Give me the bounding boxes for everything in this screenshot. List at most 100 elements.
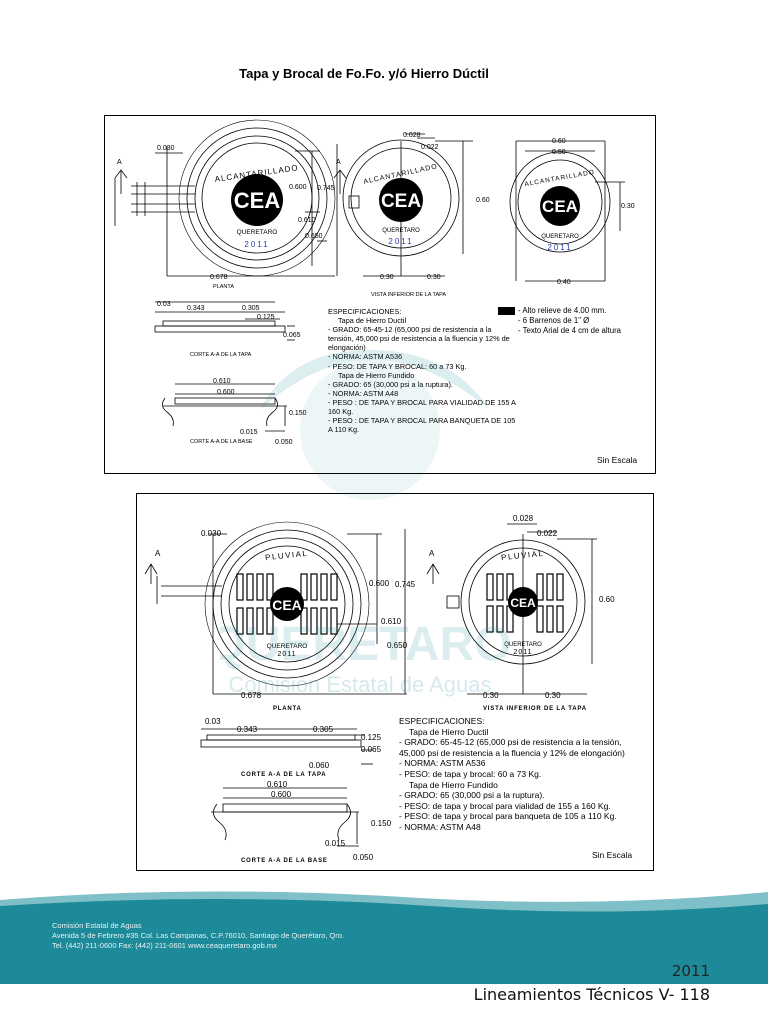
spec-line: - NORMA: ASTM A48 bbox=[399, 821, 481, 832]
dimension-label: 0.065 bbox=[361, 745, 382, 754]
spec-line: - NORMA: ASTM A536 bbox=[399, 758, 486, 769]
drawing-alcantarillado: CEA CEA CEA ALCANTARILLADO ALCANTARILLAD… bbox=[114, 119, 635, 446]
dimension-label: 0.050 bbox=[353, 853, 374, 862]
cover-arc-text: ALCANTARILLADO bbox=[524, 169, 595, 188]
cover-city: QUERETARO bbox=[382, 228, 420, 234]
footer-contact: Tel. (442) 211-0600 Fax: (442) 211-0601 … bbox=[52, 941, 277, 950]
cover-year: 2011 bbox=[277, 651, 296, 658]
drawing-pluvial: CEA CEA PLUVIAL PLUVIAL QUERETARO 2011 Q… bbox=[144, 514, 615, 864]
spec-line: - GRADO: 65 (30,000 psi a la ruptura). bbox=[328, 379, 453, 389]
cover-year: 2011 bbox=[388, 237, 413, 246]
dimension-label: 0.610 bbox=[298, 217, 316, 224]
dimension-label: 0.60 bbox=[599, 595, 615, 604]
legend-block: - Alto relieve de 4.00 mm. - 6 Barrenos … bbox=[498, 306, 621, 336]
dimension-label: 0.650 bbox=[387, 641, 408, 650]
dimension-label: 0.30 bbox=[483, 691, 499, 700]
spec-line: - NORMA: ASTM A536 bbox=[328, 352, 403, 362]
dimension-label: 0.60 bbox=[552, 138, 566, 145]
section-marker-a: A bbox=[336, 159, 341, 166]
logo-text: CEA bbox=[381, 191, 421, 212]
dimension-label: 0.678 bbox=[241, 691, 262, 700]
dimension-label: 0.600 bbox=[217, 389, 235, 396]
dimension-label: 0.30 bbox=[380, 274, 394, 281]
dimension-label: 0.610 bbox=[213, 378, 231, 385]
dimension-label: 0.610 bbox=[267, 780, 288, 789]
spec-line: - PESO: DE TAPA Y BROCAL: 60 a 73 Kg. bbox=[328, 361, 467, 371]
footer-band bbox=[0, 891, 768, 984]
view-label-planta: PLANTA bbox=[273, 706, 302, 712]
section-marker-a: A bbox=[155, 549, 161, 558]
dimension-label: 0.03 bbox=[205, 717, 221, 726]
dimension-label: 0.745 bbox=[317, 185, 335, 192]
cover-year: 2011 bbox=[547, 243, 572, 252]
spec-line: - PESO: de tapa y brocal para vialidad d… bbox=[399, 800, 611, 811]
dimension-label: 0.022 bbox=[421, 144, 439, 151]
dimension-label: 0.030 bbox=[157, 145, 175, 152]
dimension-label: 0.600 bbox=[369, 579, 390, 588]
dimension-label: 0.125 bbox=[361, 733, 382, 742]
scale-note: Sin Escala bbox=[592, 850, 633, 860]
spec-line: - NORMA: ASTM A48 bbox=[328, 388, 399, 398]
cover-year: 2011 bbox=[513, 649, 532, 656]
view-label-vista: VISTA INFERIOR DE LA TAPA bbox=[483, 706, 587, 712]
dimension-label: 0.745 bbox=[395, 580, 416, 589]
logo-text: CEA bbox=[542, 197, 578, 216]
cover-city: QUERETARO bbox=[267, 643, 308, 650]
spec-title: ESPECIFICACIONES: bbox=[399, 716, 485, 726]
dimension-label: 0.03 bbox=[157, 301, 171, 308]
view-label-planta: PLANTA bbox=[213, 284, 234, 290]
dimension-label: 0.022 bbox=[537, 529, 558, 538]
dimension-label: 0.125 bbox=[257, 314, 275, 321]
dimension-label: 0.305 bbox=[242, 305, 260, 312]
drawing-panel-alcantarillado: CEA CEA CEA ALCANTARILLADO ALCANTARILLAD… bbox=[104, 115, 656, 474]
dimension-label: 0.600 bbox=[271, 790, 292, 799]
dimension-label: 0.60 bbox=[476, 197, 490, 204]
legend-item: - Alto relieve de 4.00 mm. bbox=[518, 306, 607, 315]
dimension-label: 0.40 bbox=[557, 279, 571, 286]
dimension-label: 0.050 bbox=[275, 439, 293, 446]
dimension-label: 0.610 bbox=[381, 617, 402, 626]
spec-line: - PESO: de tapa y brocal: 60 a 73 Kg. bbox=[399, 768, 542, 779]
dimension-label: 0.028 bbox=[513, 514, 534, 523]
cover-city: QUERETARO bbox=[237, 229, 278, 236]
dimension-label: 0.678 bbox=[210, 274, 228, 281]
logo-text: CEA bbox=[272, 597, 302, 613]
dimension-label: 0.150 bbox=[289, 410, 307, 417]
dimension-label: 0.343 bbox=[237, 725, 258, 734]
view-label-vista: VISTA INFERIOR DE LA TAPA bbox=[371, 292, 446, 298]
footer-year: 2011 bbox=[671, 962, 710, 980]
spec-line: - PESO: de tapa y brocal para banqueta d… bbox=[399, 811, 617, 822]
scale-note: Sin Escala bbox=[597, 455, 638, 465]
logo-text: CEA bbox=[510, 596, 536, 610]
cover-city: QUERETARO bbox=[541, 234, 579, 240]
spec-line: - PESO : DE TAPA Y BROCAL PARA VIALIDAD … bbox=[328, 397, 516, 417]
dimension-label: 0.50 bbox=[552, 149, 566, 156]
dimension-label: 0.30 bbox=[427, 274, 441, 281]
dimension-label: 0.343 bbox=[187, 305, 205, 312]
spec-subtitle: Tapa de Hierro Fundido bbox=[409, 779, 498, 790]
footer-address: Comisión Estatal de Aguas Avenida 5 de F… bbox=[52, 921, 344, 951]
dimension-label: 0.150 bbox=[371, 819, 392, 828]
dimension-label: 0.028 bbox=[403, 132, 421, 139]
document-reference: Lineamientos Técnicos V- 118 bbox=[473, 985, 710, 1004]
view-label-corte-tapa: CORTE A-A DE LA TAPA bbox=[241, 772, 326, 778]
dimension-label: 0.030 bbox=[201, 529, 222, 538]
dimension-label: 0.015 bbox=[240, 429, 258, 436]
footer-street: Avenida 5 de Febrero #35 Col. Las Campan… bbox=[52, 931, 344, 940]
dimension-label: 0.305 bbox=[313, 725, 334, 734]
view-label-corte-base: CORTE A-A DE LA BASE bbox=[241, 858, 328, 864]
spec-line: - GRADO: 65-45-12 (65,000 psi de resiste… bbox=[328, 325, 510, 353]
dimension-label: 0.015 bbox=[325, 839, 346, 848]
spec-subtitle: Tapa de Hierro Ductil bbox=[409, 726, 489, 737]
drawing-panel-pluvial: CEA CEA PLUVIAL PLUVIAL QUERETARO 2011 Q… bbox=[136, 493, 654, 871]
legend-item: - 6 Barrenos de 1" Ø bbox=[518, 316, 590, 325]
spec-line: - GRADO: 65-45-12 (65,000 psi de resiste… bbox=[399, 737, 625, 758]
dimension-label: 0.060 bbox=[309, 761, 330, 770]
specifications-block: ESPECIFICACIONES: Tapa de Hierro Ductil … bbox=[328, 307, 518, 434]
spec-title: ESPECIFICACIONES: bbox=[328, 307, 402, 316]
spec-subtitle: Tapa de Hierro Fundido bbox=[338, 370, 415, 380]
dimension-label: 0.30 bbox=[621, 203, 635, 210]
dimension-label: 0.600 bbox=[289, 184, 307, 191]
specifications-block: ESPECIFICACIONES: Tapa de Hierro Ductil … bbox=[399, 716, 649, 833]
spec-line: - GRADO: 65 (30,000 psi a la ruptura). bbox=[399, 790, 545, 801]
